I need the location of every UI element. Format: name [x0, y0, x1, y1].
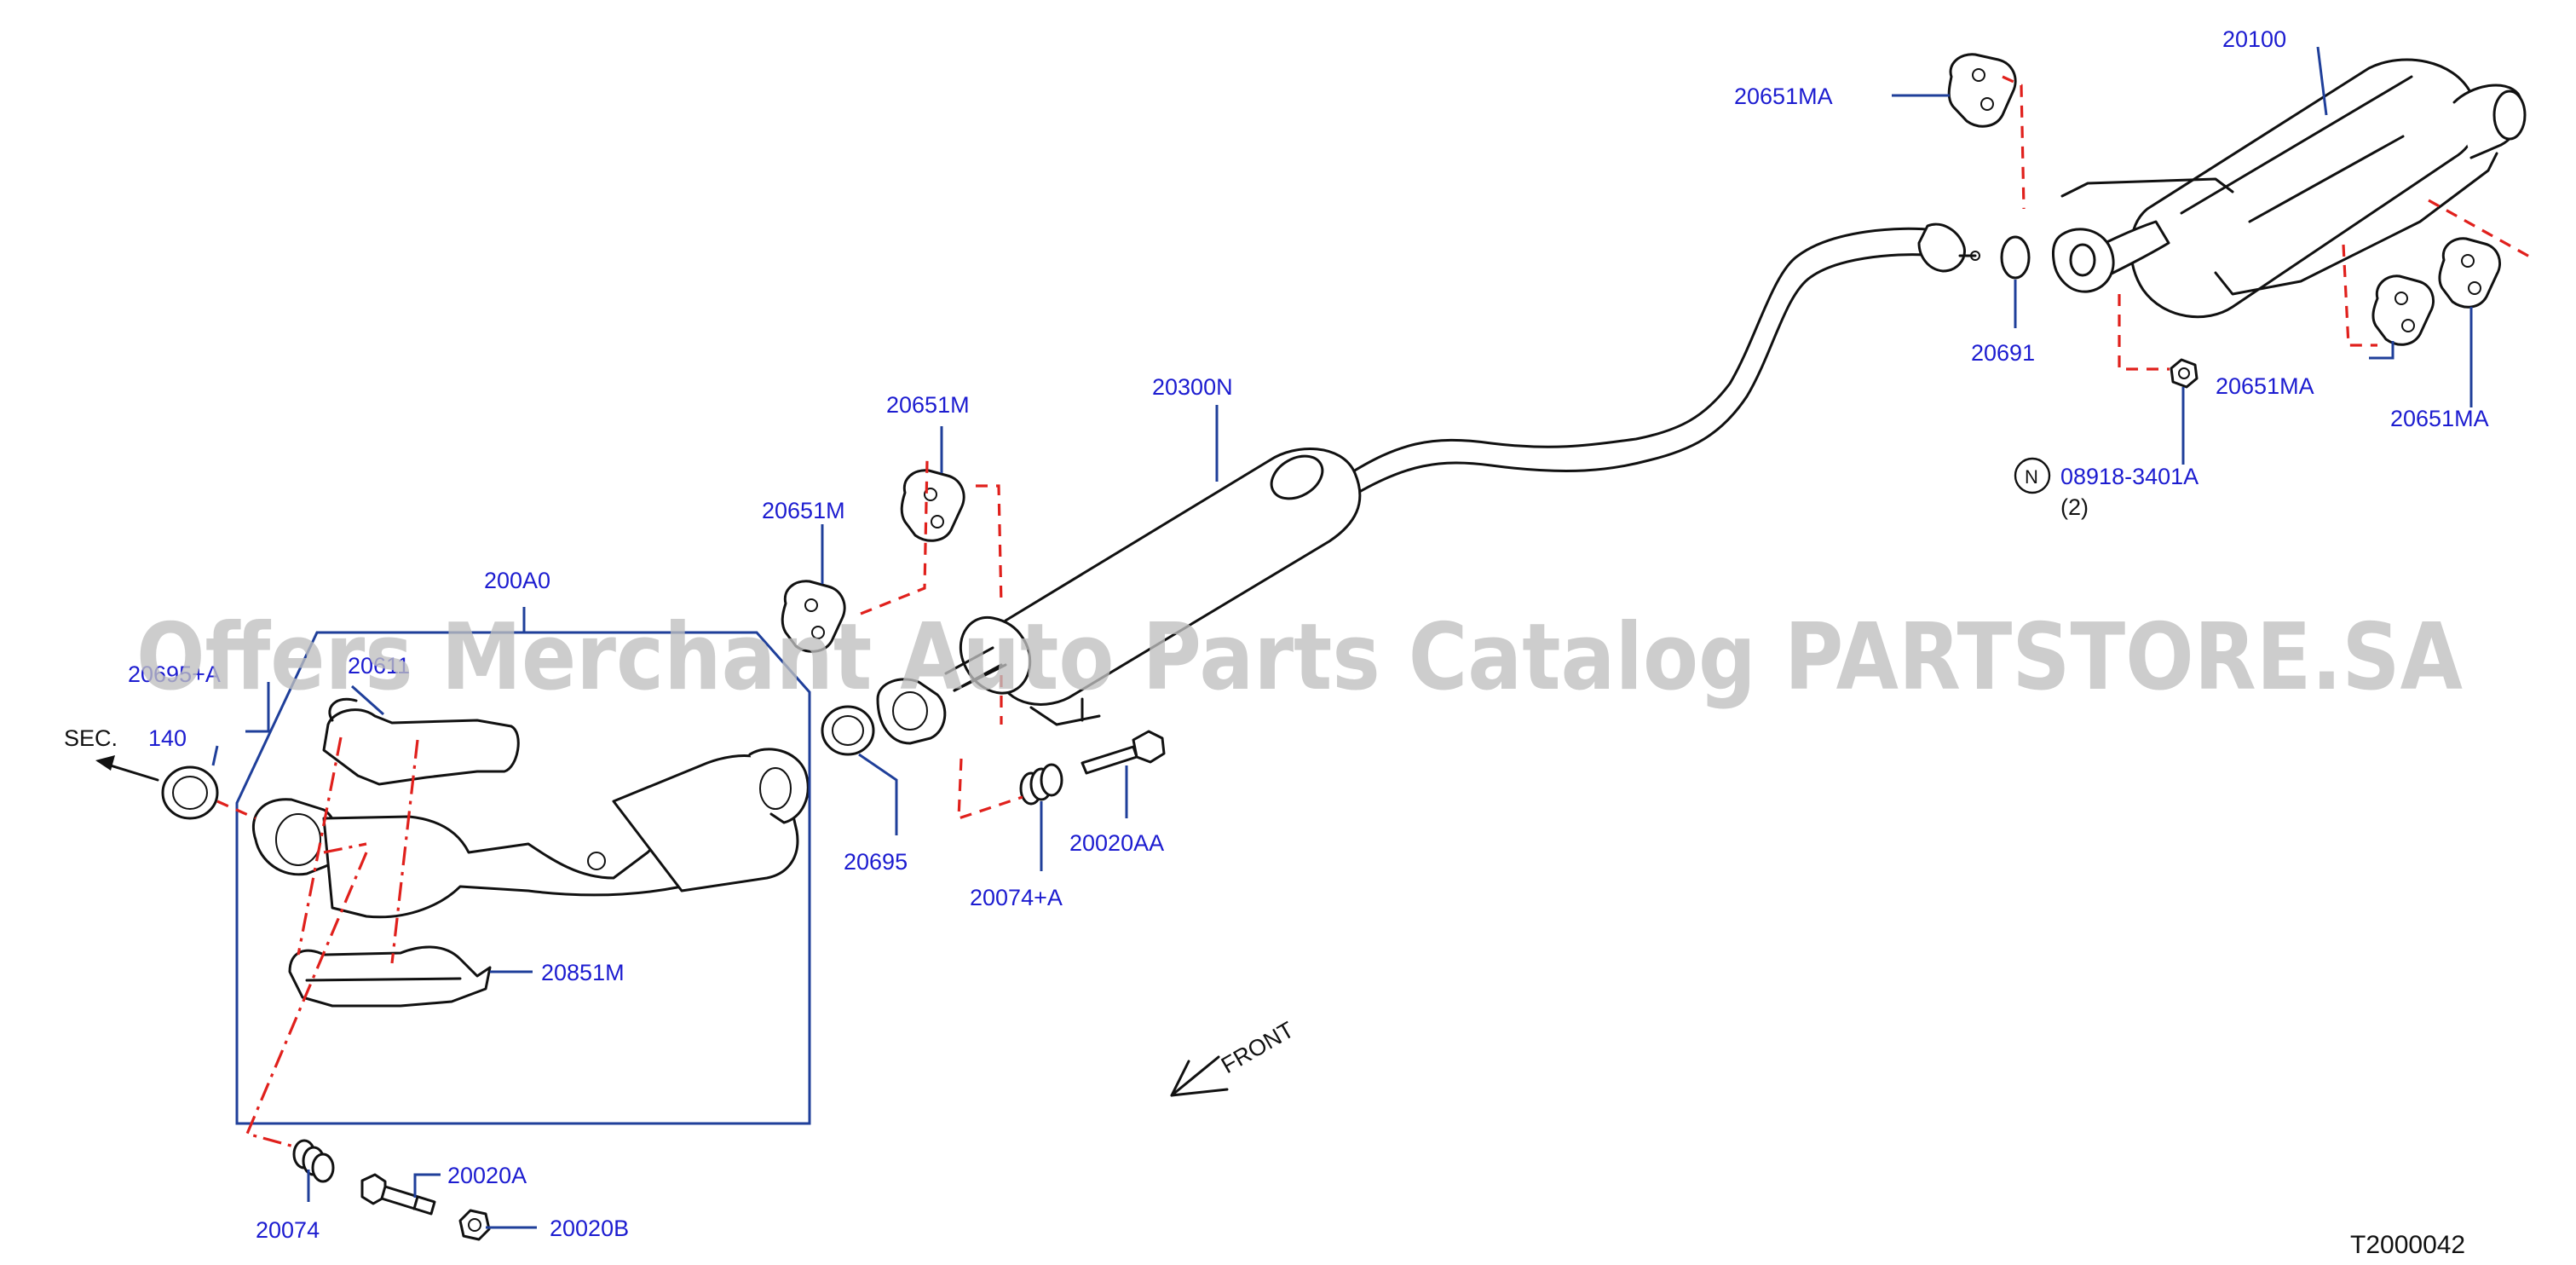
main-muffler-20100[interactable]	[2052, 58, 2527, 319]
part-labels: 20100 20651MA 20691 20651MA 20651MA N 08…	[64, 26, 2489, 1259]
label-20651MA-right[interactable]: 20651MA	[2390, 406, 2489, 431]
label-20651M-upper[interactable]: 20651M	[886, 392, 970, 418]
bolt-20020AA[interactable]	[1081, 730, 1166, 775]
label-20020B[interactable]: 20020B	[550, 1216, 629, 1241]
pipe-flange	[876, 678, 947, 745]
label-20300N[interactable]: 20300N	[1152, 374, 1233, 400]
label-20695[interactable]: 20695	[844, 849, 908, 875]
label-200A0[interactable]: 200A0	[484, 568, 550, 593]
label-20695-plus-a[interactable]: 20695+A	[128, 661, 221, 687]
label-140[interactable]: 140	[148, 725, 187, 751]
rubber-hanger-20651M-lower[interactable]	[781, 580, 846, 653]
gasket-20691[interactable]	[2000, 235, 2031, 280]
front-label: FRONT	[1217, 1017, 1299, 1078]
nut-20020B[interactable]	[458, 1209, 491, 1241]
gasket-20695[interactable]	[821, 705, 875, 756]
diagram-code: T2000042	[2350, 1231, 2465, 1259]
rubber-hanger-20651M-upper[interactable]	[900, 469, 965, 542]
label-08918-3401A[interactable]: 08918-3401A	[2060, 464, 2199, 489]
leader-lines	[211, 46, 2473, 1229]
rubber-hanger-20651MA-top[interactable]	[1947, 53, 2017, 128]
front-direction-arrow	[1170, 1055, 1229, 1097]
center-pipe-20300N[interactable]	[944, 222, 1980, 726]
label-20074[interactable]: 20074	[256, 1217, 320, 1243]
ring-140[interactable]	[161, 765, 219, 820]
catalytic-converter-200A0[interactable]	[251, 697, 810, 1008]
label-20020A[interactable]: 20020A	[447, 1163, 527, 1188]
label-sec: SEC.	[64, 725, 118, 751]
nut-symbol-letter: N	[2025, 466, 2038, 488]
bolt-20020A[interactable]	[360, 1173, 436, 1216]
label-20691[interactable]: 20691	[1971, 340, 2035, 366]
label-20100[interactable]: 20100	[2222, 26, 2286, 52]
label-20651MA-mid[interactable]: 20651MA	[2216, 373, 2314, 399]
spring-20074[interactable]	[292, 1139, 335, 1183]
nut-symbol: N	[2014, 457, 2051, 494]
label-20851M[interactable]: 20851M	[541, 960, 625, 985]
nut-08918-3401A[interactable]	[2170, 358, 2199, 389]
rubber-hanger-20651MA-right[interactable]	[2438, 237, 2501, 309]
section-arrow	[95, 755, 159, 782]
rubber-hanger-20651MA-mid[interactable]	[2371, 274, 2435, 346]
label-20651M-lower[interactable]: 20651M	[762, 498, 845, 523]
label-quantity: (2)	[2060, 494, 2089, 520]
label-20020AA[interactable]: 20020AA	[1069, 830, 1164, 856]
label-20074-plus-a[interactable]: 20074+A	[970, 885, 1063, 910]
watermark: Offers Merchant Auto Parts Catalog PARTS…	[136, 604, 2463, 711]
label-20611[interactable]: 20611	[348, 653, 410, 679]
assembly-bracket-200A0	[235, 631, 811, 1125]
spring-20074A[interactable]	[1019, 763, 1063, 806]
alignment-lines	[216, 75, 2533, 1148]
label-20651MA-top[interactable]: 20651MA	[1734, 84, 1833, 109]
